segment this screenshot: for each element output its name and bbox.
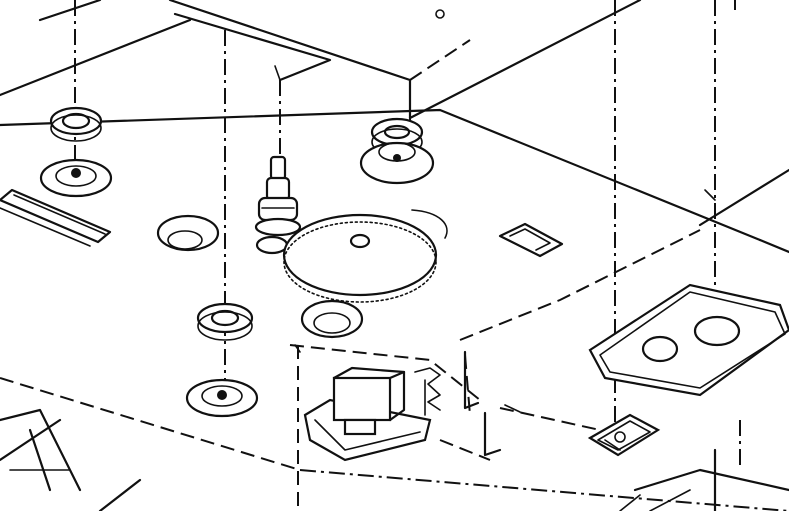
left-slot — [0, 188, 112, 247]
mount-hole-top-center — [359, 141, 435, 185]
rectangular-clip — [498, 222, 564, 258]
right-lower-frame — [619, 0, 789, 511]
washer-top-left — [49, 106, 103, 142]
washer-lower-left — [196, 302, 254, 341]
mount-hole-lower-left — [185, 378, 259, 418]
raised-pad-right — [588, 283, 789, 397]
large-gear — [282, 209, 448, 303]
gear-shaft — [254, 155, 302, 255]
upper-cover-panel — [0, 0, 642, 120]
mount-hole-top-left — [39, 158, 113, 198]
round-hole-left — [156, 214, 220, 252]
round-hole-center — [300, 299, 364, 339]
square-mount-right — [587, 413, 661, 457]
sensor-module — [303, 366, 441, 462]
misc-details — [294, 189, 716, 413]
bottom-left-bracket — [0, 408, 82, 492]
sensor-bracket-outline — [289, 229, 701, 461]
washer-top-center — [370, 117, 424, 156]
